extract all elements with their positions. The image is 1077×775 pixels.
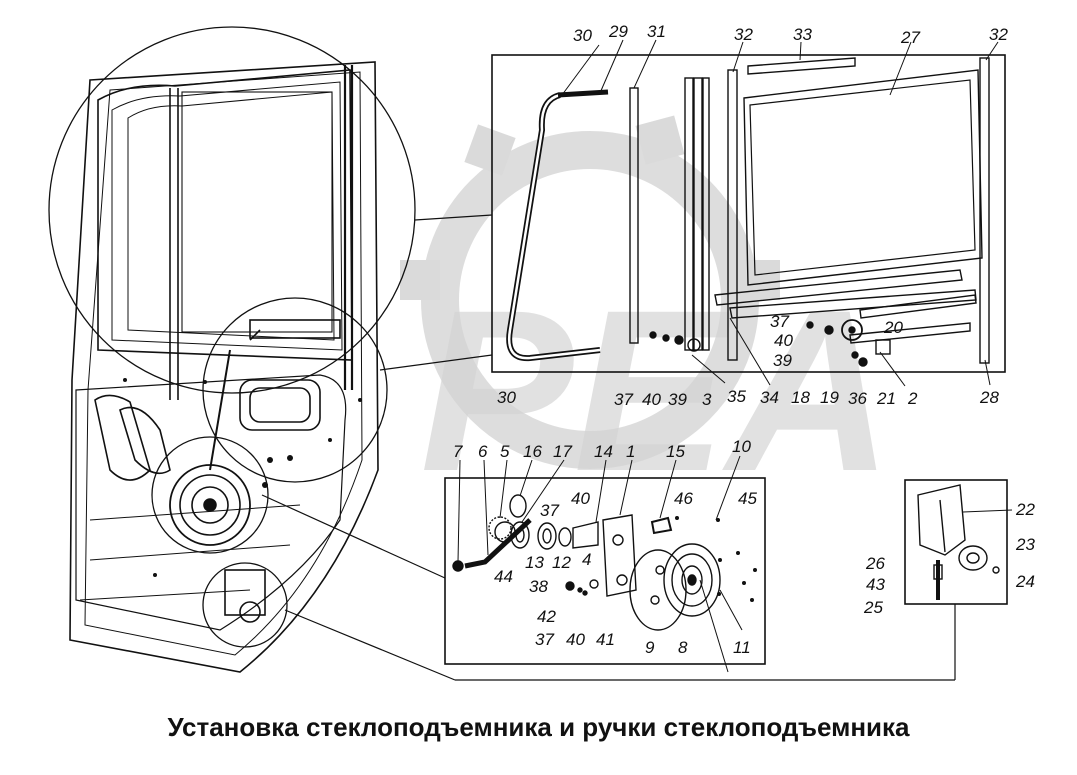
callout-39-row: 39 bbox=[668, 390, 687, 409]
regulator-mechanism-box bbox=[444, 455, 766, 673]
callout-23: 23 bbox=[1015, 535, 1035, 554]
callout-35: 35 bbox=[727, 387, 746, 406]
callout-25: 25 bbox=[863, 598, 883, 617]
connector-lines bbox=[261, 214, 956, 681]
callout-17: 17 bbox=[553, 442, 572, 461]
callout-38: 38 bbox=[529, 577, 548, 596]
callout-numbers: 30 29 31 32 33 27 32 37 40 20 39 30 37 4… bbox=[453, 22, 1035, 657]
callout-6: 6 bbox=[478, 442, 488, 461]
detail-circles bbox=[48, 26, 416, 648]
callout-28: 28 bbox=[979, 388, 999, 407]
callout-29: 29 bbox=[608, 22, 628, 41]
callout-12: 12 bbox=[552, 553, 571, 572]
callout-11: 11 bbox=[733, 638, 751, 657]
callout-37-upper: 37 bbox=[770, 312, 789, 331]
callout-40-upper: 40 bbox=[774, 331, 793, 350]
callout-40-row: 40 bbox=[642, 390, 661, 409]
watermark-logo: РЕА bbox=[400, 115, 893, 519]
callout-22: 22 bbox=[1015, 500, 1035, 519]
callout-42: 42 bbox=[537, 607, 556, 626]
callout-9: 9 bbox=[645, 638, 655, 657]
callout-1: 1 bbox=[626, 442, 635, 461]
callout-3: 3 bbox=[702, 390, 712, 409]
callout-32-right: 32 bbox=[989, 25, 1008, 44]
door-assembly bbox=[69, 61, 379, 673]
watermark-letters: РЕА bbox=[420, 262, 893, 519]
handle-bracket-box bbox=[904, 479, 1013, 605]
callout-34: 34 bbox=[760, 388, 779, 407]
callout-41: 41 bbox=[596, 630, 615, 649]
callout-7: 7 bbox=[453, 442, 463, 461]
diagram-caption: Установка стеклоподъемника и ручки стекл… bbox=[167, 712, 910, 742]
callout-37-mid: 37 bbox=[540, 501, 559, 520]
callout-30-bottom: 30 bbox=[497, 388, 516, 407]
callout-31: 31 bbox=[647, 22, 666, 41]
callout-21: 21 bbox=[876, 389, 896, 408]
callout-20: 20 bbox=[883, 318, 903, 337]
callout-27: 27 bbox=[900, 28, 920, 47]
callout-46: 46 bbox=[674, 489, 693, 508]
callout-43: 43 bbox=[866, 575, 885, 594]
callout-4: 4 bbox=[582, 550, 591, 569]
callout-19: 19 bbox=[820, 388, 839, 407]
glass-channels-box bbox=[491, 39, 1006, 387]
callout-18: 18 bbox=[791, 388, 810, 407]
callout-5: 5 bbox=[500, 442, 510, 461]
callout-10: 10 bbox=[732, 437, 751, 456]
callout-40-mid: 40 bbox=[571, 489, 590, 508]
callout-32-left: 32 bbox=[734, 25, 753, 44]
callout-2: 2 bbox=[907, 389, 918, 408]
callout-33: 33 bbox=[793, 25, 812, 44]
callout-14: 14 bbox=[594, 442, 613, 461]
callout-36: 36 bbox=[848, 389, 867, 408]
callout-44: 44 bbox=[494, 567, 513, 586]
callout-37-low: 37 bbox=[535, 630, 554, 649]
callout-40-low: 40 bbox=[566, 630, 585, 649]
callout-45: 45 bbox=[738, 489, 757, 508]
callout-13: 13 bbox=[525, 553, 544, 572]
callout-15: 15 bbox=[666, 442, 685, 461]
callout-8: 8 bbox=[678, 638, 688, 657]
callout-37-row: 37 bbox=[614, 390, 633, 409]
callout-16: 16 bbox=[523, 442, 542, 461]
callout-30-top: 30 bbox=[573, 26, 592, 45]
callout-24: 24 bbox=[1015, 572, 1035, 591]
callout-39-upper: 39 bbox=[773, 351, 792, 370]
callout-26: 26 bbox=[865, 554, 885, 573]
